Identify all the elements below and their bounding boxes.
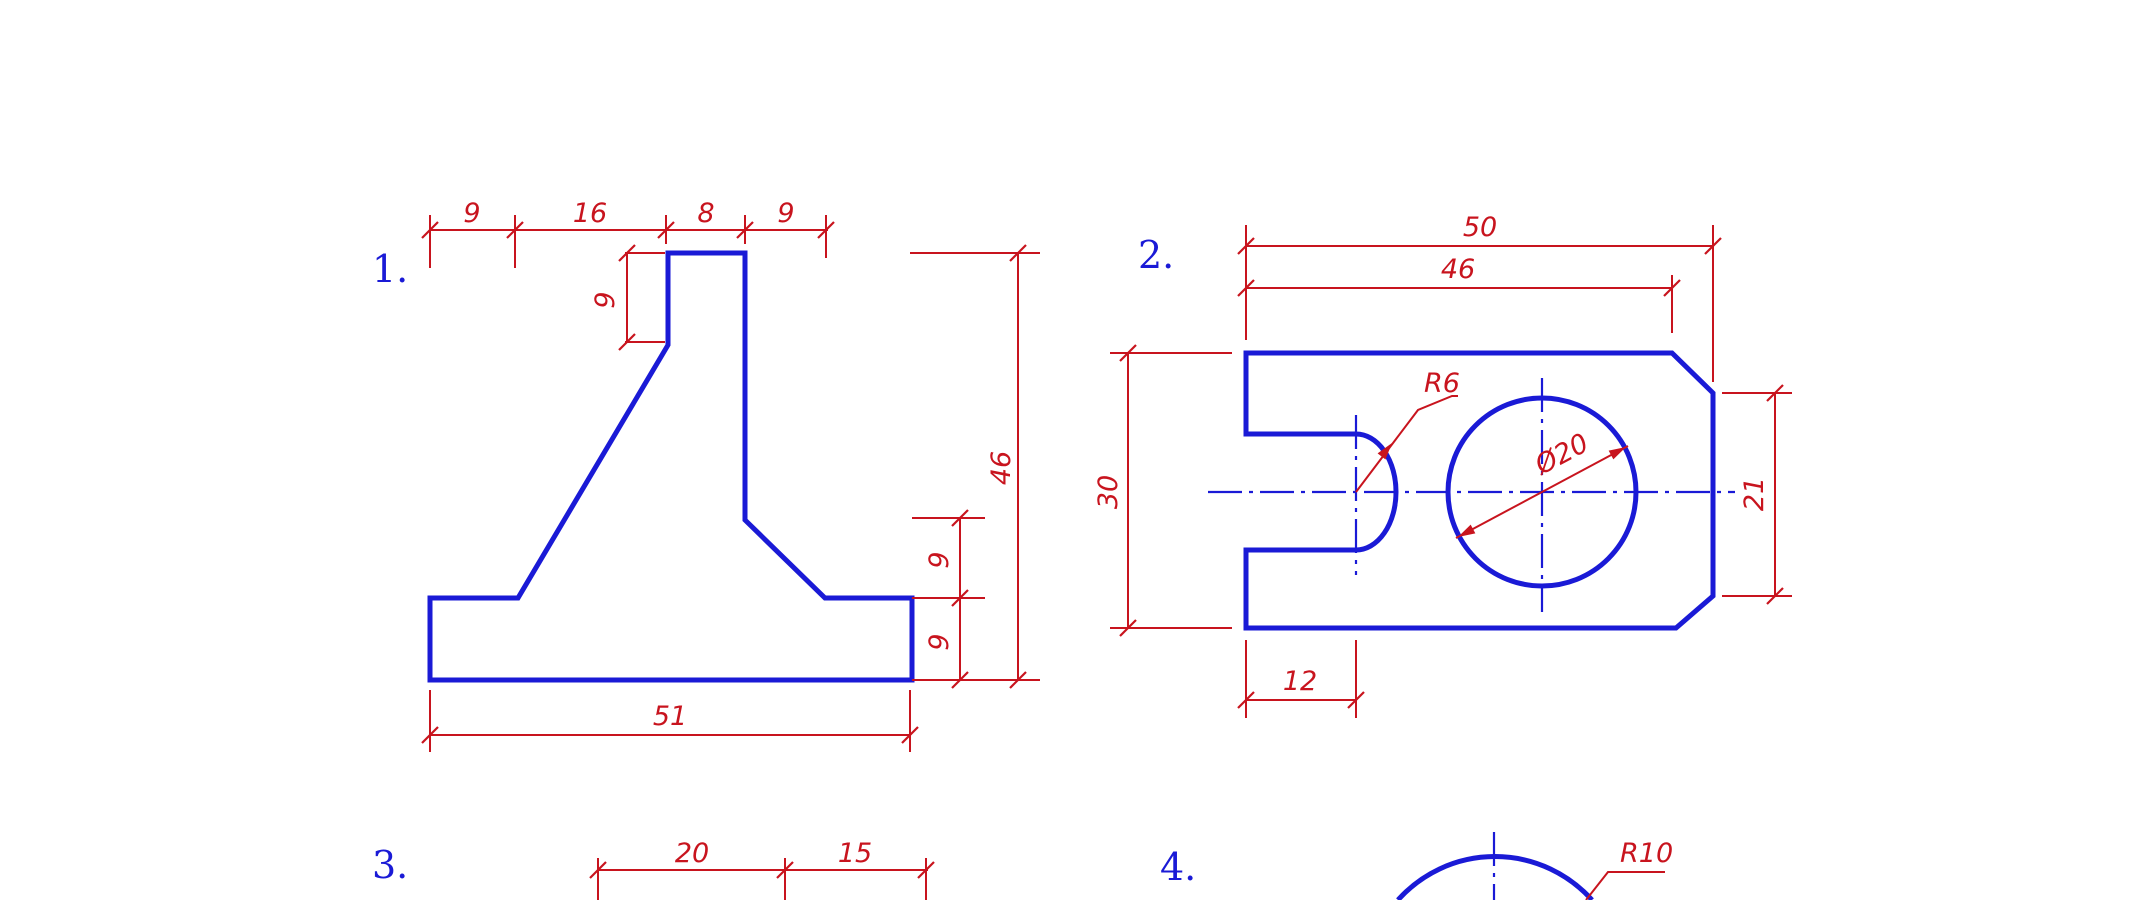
problem-2: 2. 50 46 30 xyxy=(1093,212,1792,718)
problem-2-outline xyxy=(1243,350,1716,631)
problem-1-outline xyxy=(427,250,915,683)
problem-4-dimensions: R10 xyxy=(1585,838,1673,900)
dim-4-radius: R10 xyxy=(1620,838,1673,869)
dim-3-left: 20 xyxy=(675,838,709,869)
problem-1: 1. 9 16 8 9 9 xyxy=(372,198,1040,752)
dim-2-slot-radius: R6 xyxy=(1424,368,1460,399)
dim-1-step-lower: 9 xyxy=(924,633,955,650)
problem-3-dimensions: 20 15 xyxy=(589,838,935,900)
problem-3-label: 3. xyxy=(372,843,408,887)
dim-1-top-b: 16 xyxy=(573,198,607,229)
problem-2-label: 2. xyxy=(1138,233,1174,277)
problem-1-dimensions: 9 16 8 9 9 46 9 9 xyxy=(421,198,1040,752)
dim-2-height: 30 xyxy=(1093,475,1124,509)
dim-1-height: 46 xyxy=(986,451,1017,485)
problem-1-label: 1. xyxy=(372,247,408,291)
problem-4-label: 4. xyxy=(1160,845,1196,889)
dim-1-width: 51 xyxy=(653,701,687,732)
problem-2-dimensions: 50 46 30 21 R6 xyxy=(1093,212,1792,718)
dim-2-slot-offset: 12 xyxy=(1283,666,1317,697)
dim-2-top-width: 46 xyxy=(1441,254,1475,285)
dim-1-step-upper: 9 xyxy=(924,551,955,568)
dim-1-top-c: 8 xyxy=(697,198,714,229)
problem-4: 4. R10 xyxy=(1160,832,1673,900)
dim-1-stem: 9 xyxy=(590,291,621,308)
dim-2-hole-diameter: Ø20 xyxy=(1529,428,1594,482)
dim-1-top-a: 9 xyxy=(463,198,480,229)
dim-2-overall-width: 50 xyxy=(1463,212,1497,243)
dim-1-top-d: 9 xyxy=(777,198,794,229)
dim-2-right-height: 21 xyxy=(1739,477,1770,511)
problem-3: 3. 20 15 xyxy=(372,838,935,900)
dim-3-right: 15 xyxy=(838,838,872,869)
